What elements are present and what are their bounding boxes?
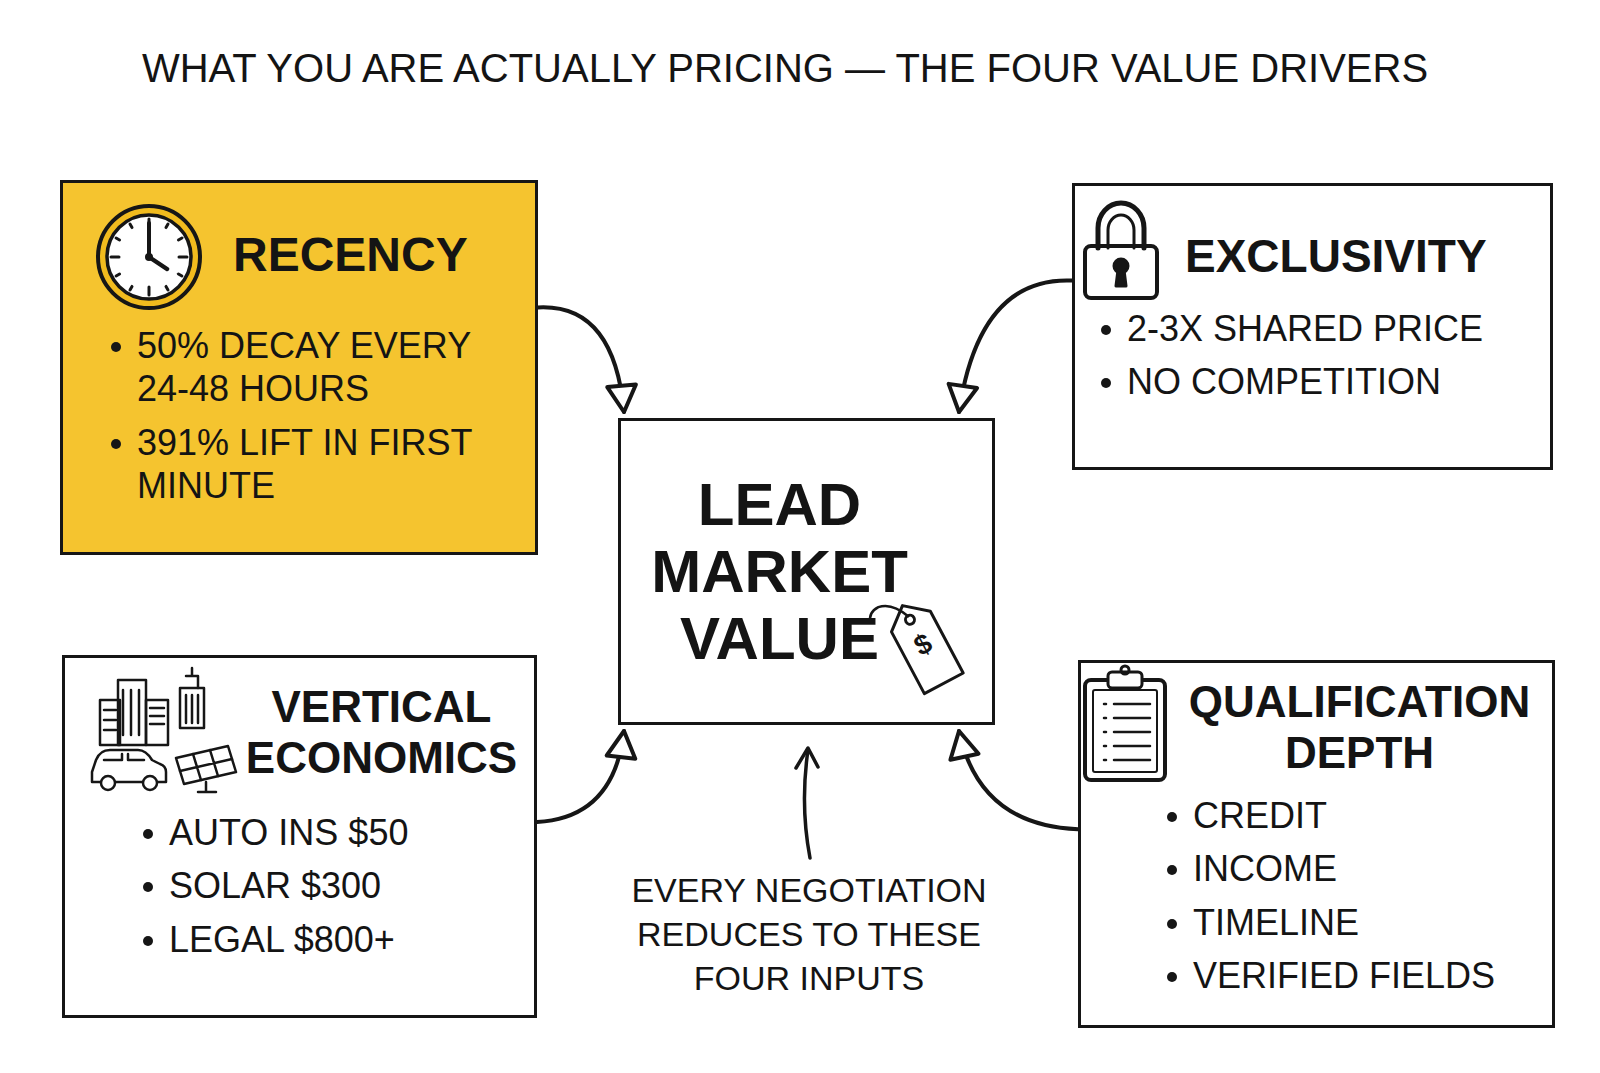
bullet-item: TIMELINE xyxy=(1163,901,1538,944)
clipboard-icon xyxy=(1085,666,1165,780)
bullet-dot xyxy=(111,439,121,449)
connector-arrow xyxy=(949,280,1072,412)
bullet-dot xyxy=(143,829,153,839)
bullet-item: SOLAR $300 xyxy=(139,864,520,907)
bullet-text: 50% DECAY EVERY 24-48 HOURS xyxy=(137,325,471,409)
bullet-dot xyxy=(1167,865,1177,875)
driver-box: VERTICAL ECONOMICS AUTO INS $50SOLAR $300… xyxy=(62,655,537,1018)
box-heading: VERTICAL ECONOMICS xyxy=(243,682,520,783)
bullet-dot xyxy=(1101,378,1111,388)
bullet-dot xyxy=(143,936,153,946)
bullet-text: INCOME xyxy=(1193,848,1337,889)
value-box: LEAD MARKET VALUE xyxy=(618,418,995,725)
diagram-title: WHAT YOU ARE ACTUALLY PRICING — THE FOUR… xyxy=(0,46,1570,91)
connector-line xyxy=(537,731,624,822)
bullet-dot xyxy=(1167,812,1177,822)
bullet-text: VERIFIED FIELDS xyxy=(1193,955,1495,996)
value-title: LEAD MARKET VALUE xyxy=(649,471,910,673)
bullet-dot xyxy=(1101,325,1111,335)
bullet-dot xyxy=(1167,972,1177,982)
connector-arrow xyxy=(537,731,635,822)
bullet-dot xyxy=(143,882,153,892)
bullet-item: AUTO INS $50 xyxy=(139,811,520,854)
driver-box: EXCLUSIVITY 2-3X SHARED PRICE NO COMPETITI… xyxy=(1072,183,1553,470)
bullet-dot xyxy=(111,342,121,352)
bullet-item: VERIFIED FIELDS xyxy=(1163,954,1538,997)
bullet-text: LEGAL $800+ xyxy=(169,919,395,960)
bullet-item: 2-3X SHARED PRICE xyxy=(1097,307,1534,350)
bullet-text: SOLAR $300 xyxy=(169,865,381,906)
arrow-head xyxy=(949,384,977,412)
bullet-text: AUTO INS $50 xyxy=(169,812,408,853)
arrow-head xyxy=(950,731,978,760)
box-heading: QUALIFICATION DEPTH xyxy=(1181,677,1538,778)
bullet-text: 2-3X SHARED PRICE xyxy=(1127,308,1483,349)
box-heading: EXCLUSIVITY xyxy=(1185,230,1534,283)
clock-icon xyxy=(93,201,205,313)
bullet-dot xyxy=(1167,919,1177,929)
driver-box: QUALIFICATION DEPTH CREDIT INCOME TIMELINE V… xyxy=(1078,660,1555,1028)
box-heading: RECENCY xyxy=(233,227,519,282)
arrow-head xyxy=(607,384,636,412)
leader-arrow xyxy=(796,748,818,858)
bullet-item: 391% LIFT IN FIRST MINUTE xyxy=(107,421,519,507)
bullet-item: 50% DECAY EVERY 24-48 HOURS xyxy=(107,324,519,410)
connector-arrow xyxy=(538,307,636,412)
vertical-icon xyxy=(92,668,236,792)
connector-line xyxy=(959,731,1078,829)
note-text: EVERY NEGOTIATION REDUCES TO THESE FOUR … xyxy=(604,868,1014,1001)
driver-box: RECENCY 50% DECAY EVERY 24-48 HOURS 391% L… xyxy=(60,180,538,555)
bullet-text: CREDIT xyxy=(1193,795,1327,836)
connector-arrow xyxy=(950,731,1078,829)
bullet-item: CREDIT xyxy=(1163,794,1538,837)
bullet-item: NO COMPETITION xyxy=(1097,360,1534,403)
bullet-item: INCOME xyxy=(1163,847,1538,890)
bullet-text: TIMELINE xyxy=(1193,902,1359,943)
bullet-text: 391% LIFT IN FIRST MINUTE xyxy=(137,422,472,506)
bullet-text: NO COMPETITION xyxy=(1127,361,1441,402)
lock-icon xyxy=(1085,203,1157,298)
arrow-head xyxy=(607,731,636,759)
bullet-item: LEGAL $800+ xyxy=(139,918,520,961)
